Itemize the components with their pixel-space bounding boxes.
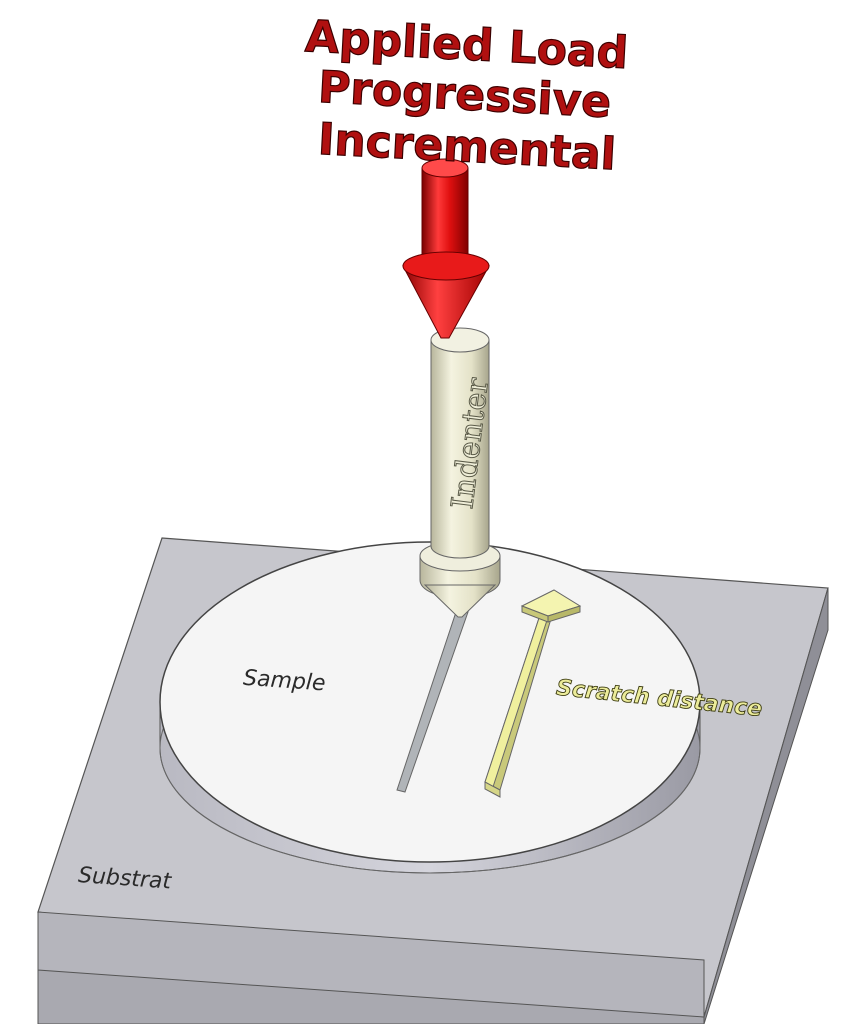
- indenter: Indenter: [419, 327, 501, 618]
- load-arrow: [402, 158, 490, 339]
- load-title: Applied Load Progressive Incremental: [303, 11, 630, 181]
- sample-label: Sample: [242, 666, 326, 697]
- scratch-distance-arrow: [484, 589, 582, 798]
